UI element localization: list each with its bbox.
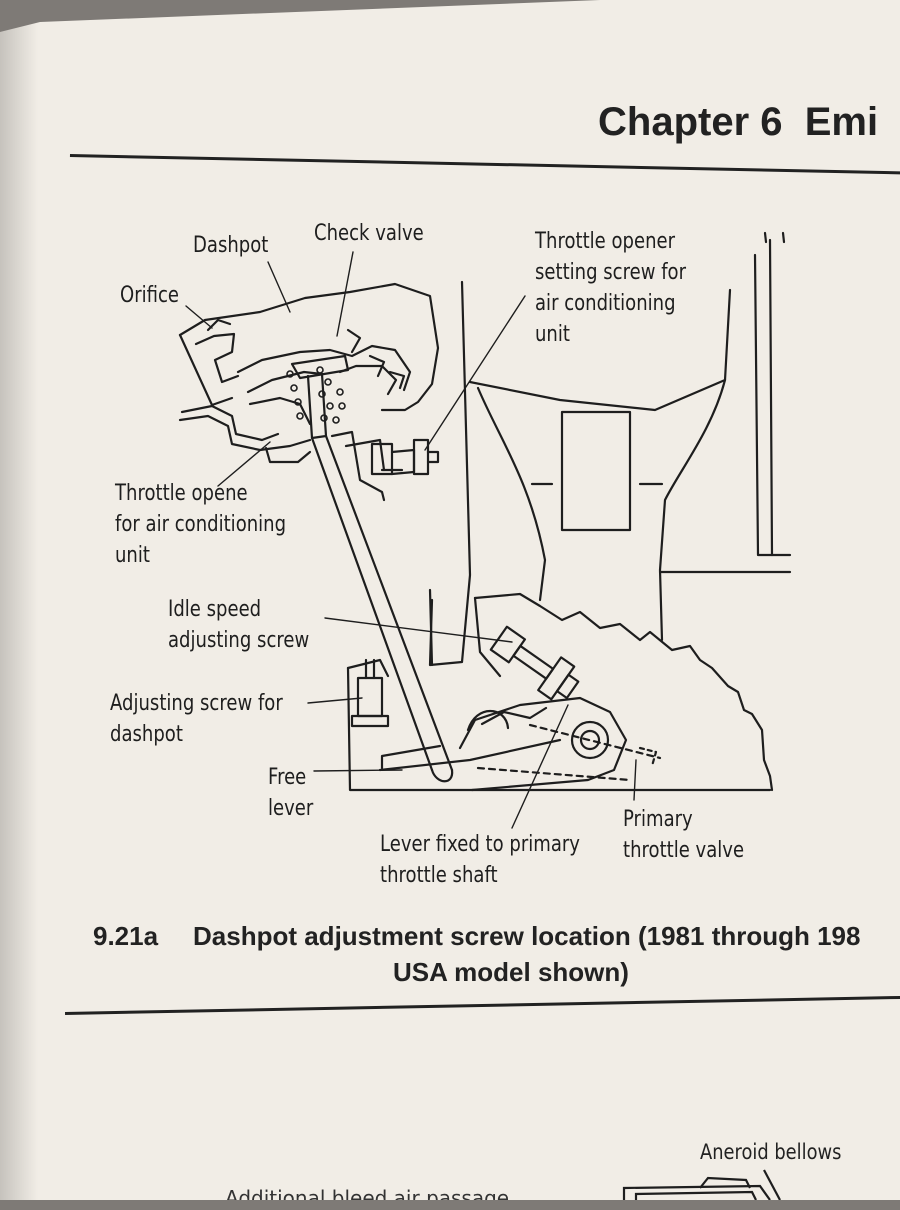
label-dashpot-adjusting-screw: Adjusting screw for dashpot xyxy=(110,691,283,747)
dashpot-housing xyxy=(178,282,440,464)
label-idle-speed-screw: Idle speed adjusting screw xyxy=(168,597,310,653)
label-primary-throttle-valve: Primary throttle valve xyxy=(623,807,745,863)
caption-line-2: USA model shown) xyxy=(393,957,629,987)
chapter-header: Chapter 6 Emi xyxy=(598,100,878,145)
label-lever-fixed: Lever fixed to primary throttle shaft xyxy=(380,832,580,888)
caption-number: 9.21a xyxy=(93,921,159,951)
lever-assembly xyxy=(378,696,628,792)
page-binding-shadow xyxy=(0,0,38,1200)
label-free-lever: Free lever xyxy=(268,765,314,821)
cutaway-edge xyxy=(473,592,774,792)
label-orifice: Orifice xyxy=(120,283,180,308)
label-aneroid-bellows: Aneroid bellows xyxy=(700,1140,842,1164)
figure-caption: 9.21a Dashpot adjustment screw location (… xyxy=(93,918,900,987)
idle-speed-screw xyxy=(489,625,580,701)
dashpot-rod xyxy=(310,434,454,772)
venturi-block xyxy=(560,410,632,532)
chapter-number: Chapter 6 xyxy=(598,100,783,144)
leader-lines xyxy=(185,251,637,829)
label-throttle-opener-setting-screw: Throttle opener setting screw for air co… xyxy=(535,229,687,347)
primary-throttle-valve xyxy=(528,723,662,760)
throttle-opener-setting-screw xyxy=(370,438,440,476)
caption-line-1: Dashpot adjustment screw location (1981 … xyxy=(193,921,861,951)
label-throttle-opener-ac: Throttle opene for air conditioning unit xyxy=(115,481,287,568)
label-dashpot: Dashpot xyxy=(193,233,269,258)
dashpot-plunger xyxy=(290,354,350,380)
dashpot-adjusting-screw xyxy=(346,588,772,792)
label-check-valve: Check valve xyxy=(314,221,424,246)
chapter-title: Emi xyxy=(804,100,879,144)
partial-label-bleed-air: Additional bleed air passage xyxy=(225,1186,510,1210)
